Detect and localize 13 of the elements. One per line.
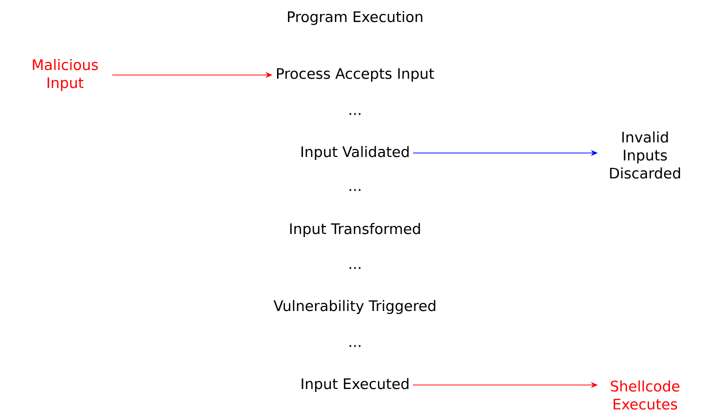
- ellipsis: ...: [350, 113, 360, 115]
- ellipsis: ...: [350, 267, 360, 269]
- step-text: Input Executed: [302, 378, 408, 392]
- ellipsis: ...: [350, 189, 360, 191]
- step-text: Vulnerability Triggered: [274, 300, 436, 314]
- step-text: Process Accepts Input: [277, 68, 434, 82]
- step-text: Input Transformed: [290, 222, 420, 237]
- title: Program Execution: [288, 10, 422, 25]
- step-text: Invalid Inputs Discarded: [610, 131, 680, 179]
- step-text: Malicious Input: [32, 58, 98, 91]
- ellipsis: ...: [350, 345, 360, 347]
- step-text: Input Validated: [302, 146, 409, 160]
- step-text: Shellcode Executes: [610, 380, 680, 410]
